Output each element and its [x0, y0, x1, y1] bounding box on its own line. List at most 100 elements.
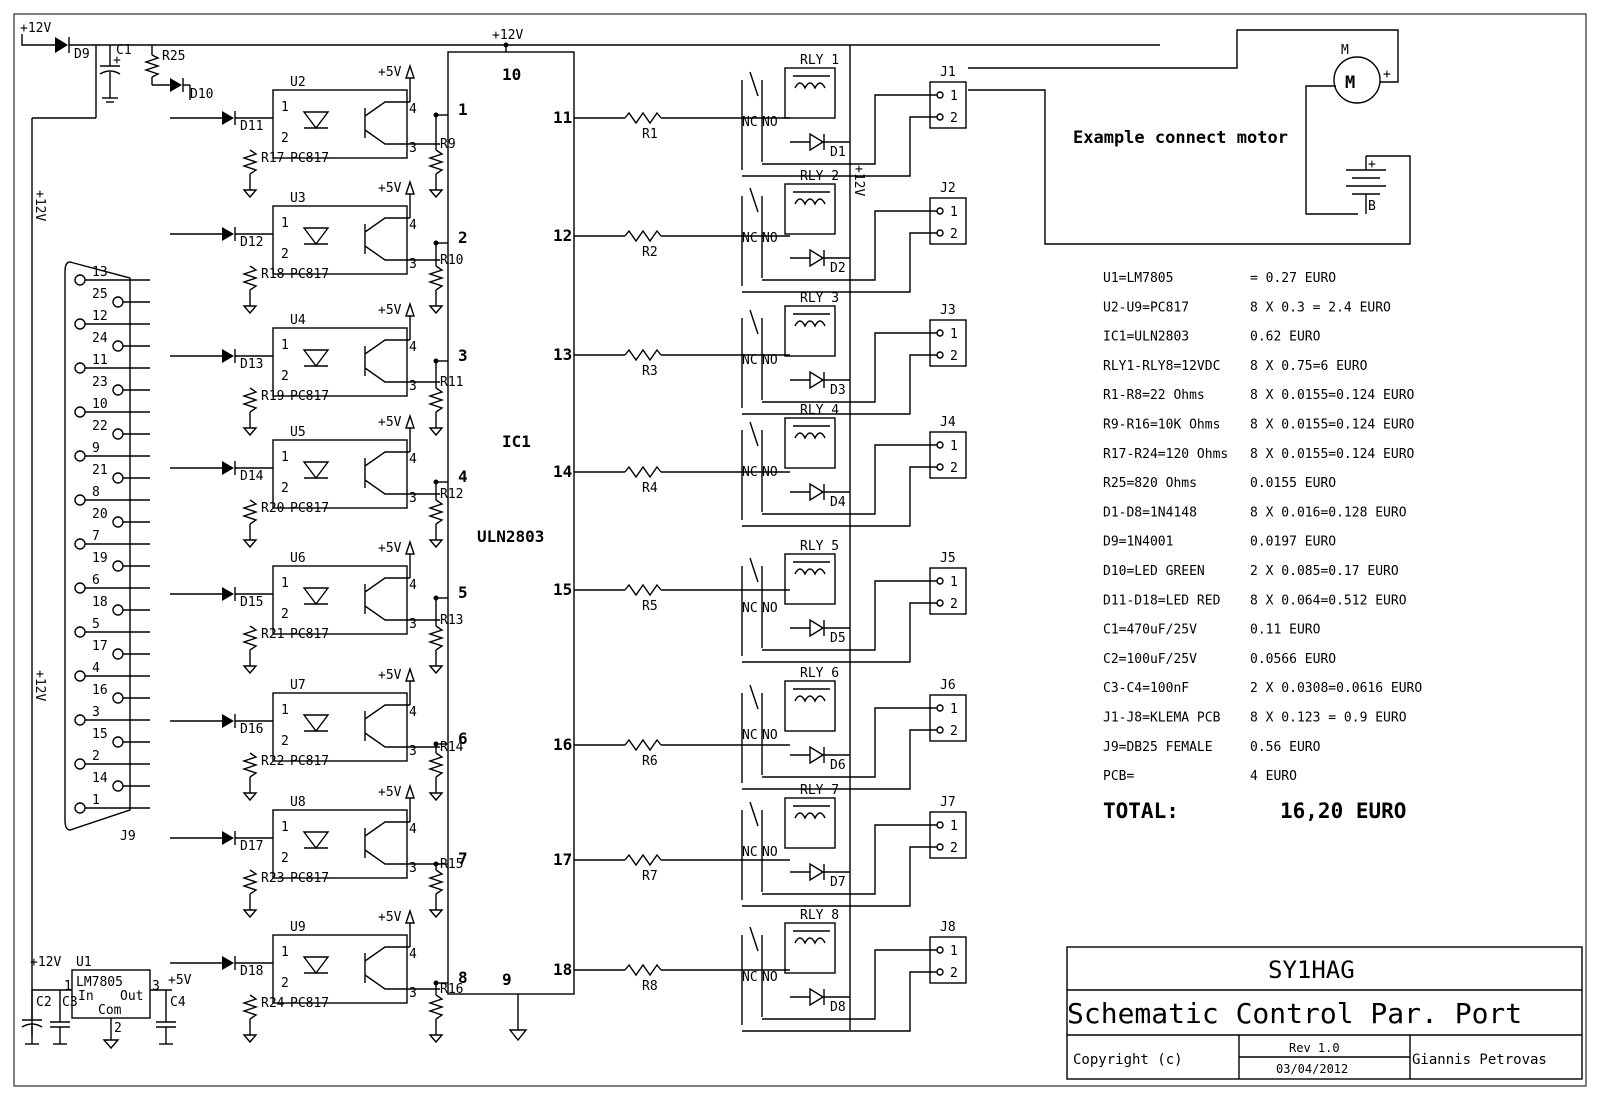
sheet-border [13, 13, 1587, 1087]
label-c4: C4 [170, 995, 186, 1010]
jack-pin1: 1 [950, 944, 958, 959]
plus5-label: +5V [378, 785, 402, 800]
relay-nc-label: NC [742, 353, 758, 368]
bom-item-cost: 8 X 0.75=6 EURO [1250, 359, 1368, 374]
jack-label: J5 [940, 551, 956, 566]
opto-ref-label: U7 [290, 678, 306, 693]
jack-body [929, 197, 967, 245]
ic-input-pin: 7 [458, 849, 468, 868]
db25-pin-label: 4 [92, 661, 100, 676]
bom-item-name: IC1=ULN2803 [1103, 330, 1189, 345]
db25-pin-22: 22 [92, 419, 150, 440]
led-label: D12 [240, 235, 263, 250]
diode-label: D2 [830, 261, 846, 276]
db25-pin-label: 16 [92, 683, 108, 698]
label-r25: R25 [162, 49, 185, 64]
db25-pin-23: 23 [92, 375, 150, 396]
opto-pin3: 3 [409, 257, 417, 272]
db25-pin-label: 8 [92, 485, 100, 500]
rpull-label: R10 [440, 253, 463, 268]
relay-label: RLY 4 [800, 403, 839, 418]
ic-input-pin: 4 [458, 467, 468, 486]
power-input: +12V D9 +12V C1 + R25 D10 +12V +12V [20, 21, 1160, 1035]
total-label: TOTAL: [1103, 799, 1179, 823]
battery-label: B [1368, 199, 1376, 214]
bom-item-name: C2=100uF/25V [1103, 652, 1197, 667]
opto-pin4: 4 [409, 822, 417, 837]
relay-coil-box [784, 922, 836, 974]
opto-pin4: 4 [409, 578, 417, 593]
r-label: R6 [642, 754, 658, 769]
db25-pin-label: 5 [92, 617, 100, 632]
opto-pin4: 4 [409, 705, 417, 720]
jack-pin2: 2 [950, 461, 958, 476]
relay-no-label: NO [762, 231, 778, 246]
bom-item-name: R9-R16=10K Ohms [1103, 418, 1220, 433]
title-copyright: Copyright (c) [1073, 1052, 1183, 1068]
rled-label: R17 [261, 151, 284, 166]
ic-output-pin: 17 [553, 850, 572, 869]
db25-pin-13: 13 [74, 265, 150, 286]
jack-pin2: 2 [950, 841, 958, 856]
label-j9: J9 [120, 829, 136, 844]
bom-item-cost: 0.0197 EURO [1250, 535, 1336, 550]
rled-label: R23 [261, 871, 284, 886]
db25-pin-label: 3 [92, 705, 100, 720]
opto-ref-label: U6 [290, 551, 306, 566]
jack-pin2: 2 [950, 966, 958, 981]
relay-label: RLY 1 [800, 53, 839, 68]
ic-input-pin: 6 [458, 729, 468, 748]
plus5-label: +5V [378, 415, 402, 430]
ic-output-pin: 12 [553, 226, 572, 245]
bom-item-name: D9=1N4001 [1103, 535, 1173, 550]
plus5-label: +5V [378, 181, 402, 196]
bom-item-cost: 8 X 0.064=0.512 EURO [1250, 593, 1407, 608]
motor-top-label: M [1341, 43, 1349, 58]
opto-pin2: 2 [281, 247, 289, 262]
rpull-label: R13 [440, 613, 463, 628]
bom-item-cost: 0.0155 EURO [1250, 476, 1336, 491]
example-text: Example connect motor [1073, 128, 1288, 148]
db25-pin-label: 12 [92, 309, 108, 324]
label-plus12-input: +12V [20, 21, 51, 36]
opto-pin3: 3 [409, 744, 417, 759]
jack-body [929, 319, 967, 367]
diode-label: D5 [830, 631, 846, 646]
jack-pin1: 1 [950, 702, 958, 717]
opto-pin1: 1 [281, 945, 289, 960]
label-u1-in: In [78, 989, 94, 1004]
db25-pin-label: 14 [92, 771, 108, 786]
jack-body [929, 567, 967, 615]
opto-pin2: 2 [281, 976, 289, 991]
opto-pin1: 1 [281, 703, 289, 718]
label-plus12-left2: +12V [32, 670, 47, 701]
relay-no-label: NO [762, 845, 778, 860]
opto-pin3: 3 [409, 861, 417, 876]
jack-label: J4 [940, 415, 956, 430]
rled-label: R20 [261, 501, 284, 516]
db25-pin-12: 12 [74, 309, 150, 330]
bom-item-cost: = 0.27 EURO [1250, 271, 1336, 286]
bom-item-cost: 2 X 0.085=0.17 EURO [1250, 564, 1399, 579]
bom-item-cost: 8 X 0.3 = 2.4 EURO [1250, 300, 1391, 315]
plus5-label: +5V [378, 668, 402, 683]
bom-item-name: D1-D8=1N4148 [1103, 505, 1197, 520]
motor-plus-label: + [1383, 67, 1391, 82]
db25-pin-5: 5 [74, 617, 150, 638]
opto-body [272, 439, 408, 509]
r-label: R3 [642, 364, 658, 379]
label-u1-out: Out [120, 989, 143, 1004]
db25-pin-17: 17 [92, 639, 150, 660]
battery-plus-label: + [1368, 157, 1376, 172]
bom-item-cost: 8 X 0.0155=0.124 EURO [1250, 418, 1415, 433]
opto-type-label: PC817 [290, 871, 329, 886]
db25-pin-label: 24 [92, 331, 108, 346]
ic1-type-label: ULN2803 [477, 527, 544, 546]
relay-coil-box [784, 797, 836, 849]
title-author: Giannis Petrovas [1412, 1052, 1547, 1068]
bom-item-name: PCB= [1103, 769, 1134, 784]
